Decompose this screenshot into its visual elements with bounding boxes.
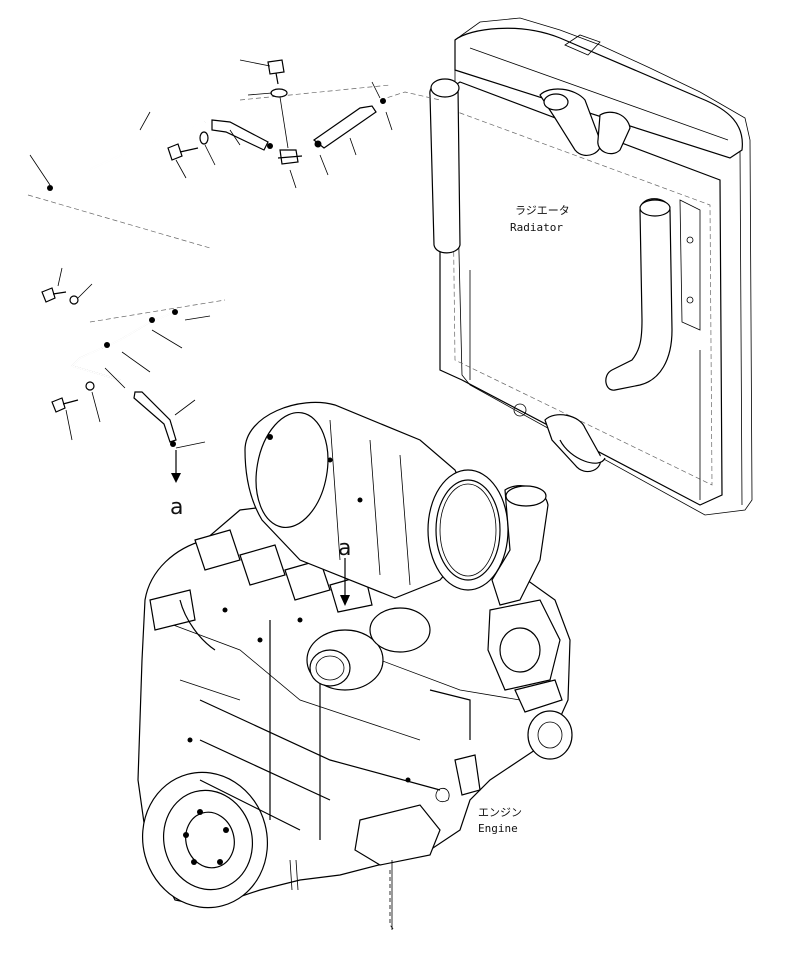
engine-label-jp: エンジン [478,806,522,819]
engine-label-en: Engine [478,822,518,835]
radiator-assembly: ラジエータ Radiator [379,17,753,516]
connection-label-a-left: a [170,495,183,520]
middle-tube-group: a [41,267,226,520]
upper-hose-group [27,59,393,249]
radiator-label-jp: ラジエータ [515,204,570,217]
radiator-label-en: Radiator [510,221,563,234]
engine-assembly: a エンジン Engine [137,401,573,931]
connection-label-a-engine: a [338,536,351,561]
